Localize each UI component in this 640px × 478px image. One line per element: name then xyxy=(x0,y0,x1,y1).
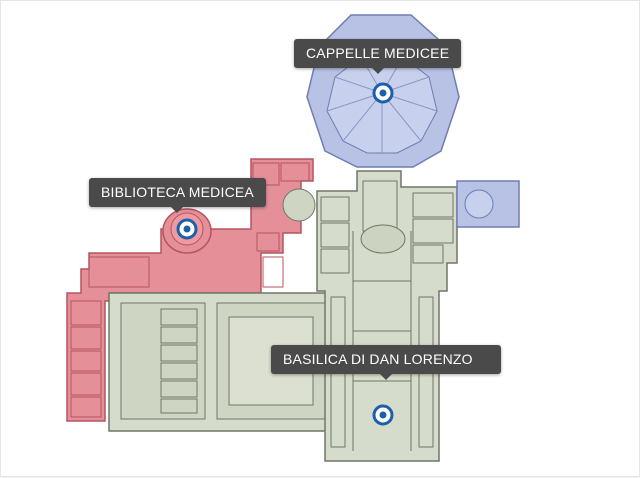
side-chapel-dome xyxy=(464,189,494,219)
basilica-complex xyxy=(108,170,458,462)
basilica-crossing xyxy=(360,224,406,254)
marker-cappelle[interactable] xyxy=(372,82,394,104)
location-marker-dot xyxy=(183,225,191,233)
marker-basilica[interactable] xyxy=(372,404,394,426)
location-marker-dot xyxy=(379,411,387,419)
cloister-rooms xyxy=(160,308,198,414)
marker-biblioteca[interactable] xyxy=(176,218,198,240)
basilica-sacristy-dome xyxy=(282,188,316,222)
label-basilica-di-dan-lorenzo[interactable]: BASILICA DI DAN LORENZO xyxy=(271,345,501,380)
label-cappelle-medicee[interactable]: CAPPELLE MEDICEE xyxy=(294,39,462,74)
label-biblioteca-medicea[interactable]: BIBLIOTECA MEDICEA xyxy=(89,178,266,213)
biblioteca-rooms xyxy=(70,162,310,418)
location-marker-dot xyxy=(379,89,387,97)
